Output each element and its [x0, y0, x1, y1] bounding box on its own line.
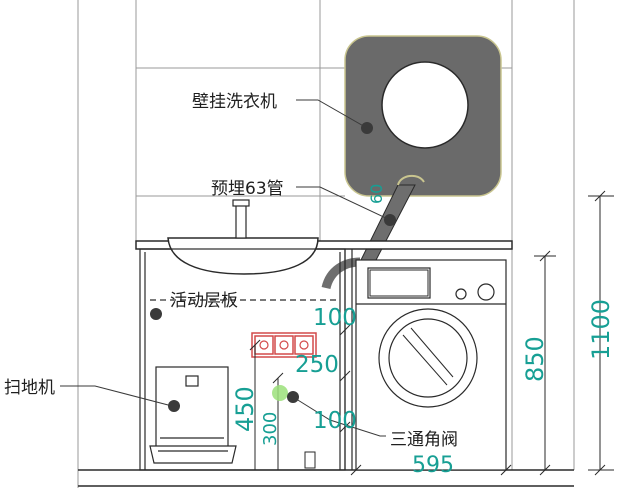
sink-basin: [167, 199, 319, 275]
dim-100-bottom: 100: [313, 408, 357, 434]
dim-100-top: 100: [313, 305, 357, 331]
leader-lines: [60, 99, 391, 437]
dim-595: 595: [412, 453, 454, 478]
dim-300: 300: [260, 412, 281, 446]
label-robot-vacuum: 扫地机: [4, 378, 55, 398]
dim-1100: 1100: [587, 299, 615, 360]
power-sockets: [251, 332, 317, 358]
label-angle-valve: 三通角阀: [390, 430, 458, 450]
washer-control-rings: [369, 269, 429, 297]
vacuum-marker-dot: [168, 400, 180, 412]
wall-tiles: [77, 0, 575, 488]
washer-marker-dot: [361, 122, 373, 134]
dim-pipe-dia: 60: [367, 184, 386, 204]
leader-dots: [150, 122, 396, 412]
dimension-lines: [249, 190, 614, 476]
label-wall-washer: 壁挂洗衣机: [192, 92, 277, 112]
dim-850: 850: [521, 336, 549, 382]
floor-line: [78, 469, 574, 487]
dim-450: 450: [231, 386, 259, 432]
robot-vacuum-station: [149, 366, 237, 464]
shelf-marker-dot: [150, 308, 162, 320]
wall-mounted-washer: [344, 35, 502, 197]
label-shelf: 活动层板: [170, 291, 238, 311]
washing-machine: [355, 259, 507, 471]
dim-250: 250: [295, 352, 339, 378]
label-pipe: 预埋63管: [211, 179, 284, 199]
pipe-marker-dot: [384, 214, 396, 226]
washer-door-stripes: [402, 327, 454, 386]
